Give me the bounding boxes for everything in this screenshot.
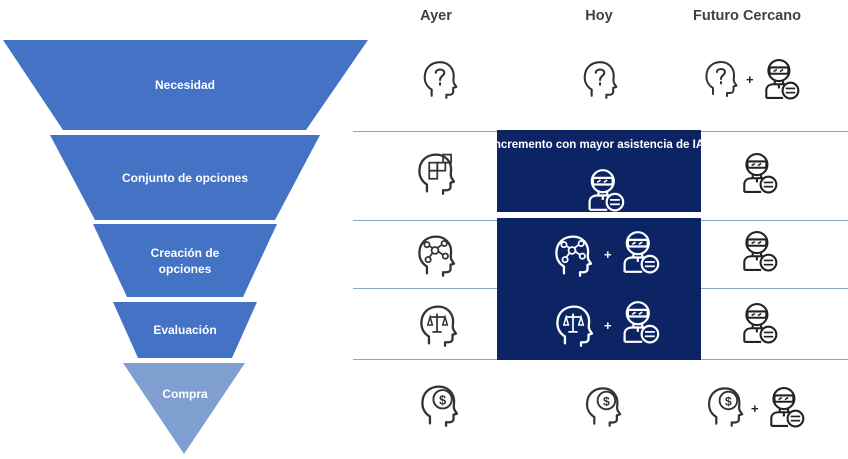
funnel-label-compra: Compra (162, 387, 208, 401)
plus-sign: + (746, 72, 754, 87)
funnel-label-conjunto: Conjunto de opciones (122, 171, 248, 185)
column-header-ayer: Ayer (420, 8, 452, 24)
ai-robot-icon (738, 152, 780, 194)
funnel-label-creacion: Creación de opciones (150, 246, 220, 276)
plus-sign: + (604, 247, 612, 262)
ai-highlight-block-bottom (497, 218, 701, 360)
ai-robot-icon (765, 386, 807, 428)
funnel-stage-3 (93, 224, 277, 297)
head-question-icon (418, 58, 460, 100)
ai-highlight-title: ncremento con mayor asistencia de IA (493, 139, 705, 151)
column-header-futuro: Futuro Cercano (693, 8, 801, 24)
head-coin-icon: $ (415, 382, 461, 428)
plus-sign: + (604, 318, 612, 333)
ai-robot-icon (738, 230, 780, 272)
head-coin-icon: $ (702, 384, 746, 428)
funnel-label-necesidad: Necesidad (154, 78, 216, 92)
funnel-label-evaluacion: Evaluación (153, 323, 217, 337)
head-question-icon (578, 58, 620, 100)
purchase-funnel (3, 40, 368, 454)
head-coin-icon: $ (580, 384, 624, 428)
head-network-icon (549, 232, 595, 278)
plus-sign: + (751, 401, 759, 416)
head-puzzle-icon (412, 150, 458, 196)
funnel-stage-2 (50, 135, 320, 220)
ai-robot-icon (583, 168, 627, 212)
head-scales-icon (550, 302, 596, 348)
head-scales-icon (414, 302, 460, 348)
funnel-stage-1 (3, 40, 368, 130)
funnel-stage-5 (123, 363, 245, 454)
svg-text:$: $ (725, 394, 732, 408)
svg-text:$: $ (603, 394, 610, 408)
head-network-icon (412, 232, 458, 278)
ai-robot-icon (618, 230, 662, 274)
ai-robot-icon (738, 302, 780, 344)
ai-robot-icon (618, 300, 662, 344)
funnel-stage-4 (113, 302, 257, 358)
ai-robot-icon (760, 58, 802, 100)
head-question-icon (700, 58, 740, 98)
svg-text:$: $ (439, 393, 446, 407)
column-header-hoy: Hoy (585, 8, 613, 24)
